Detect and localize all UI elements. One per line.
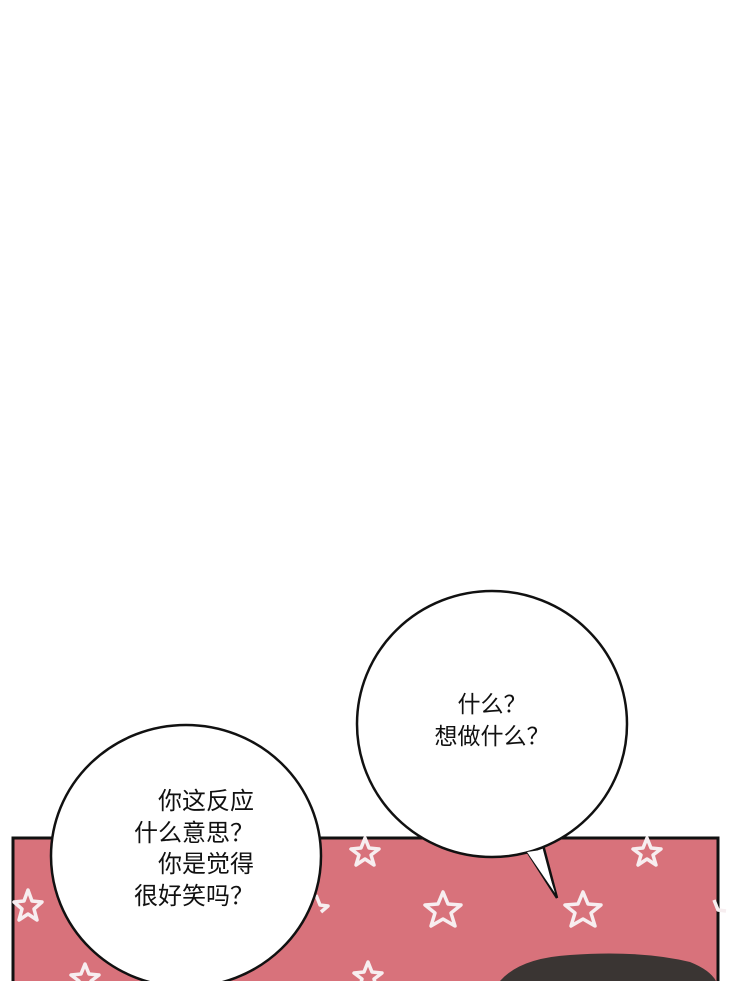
speech-line: 什么意思？ xyxy=(134,818,254,847)
speech-line: 你是觉得 xyxy=(158,850,254,878)
speech-line: 什么？ xyxy=(457,692,527,718)
speech-bubble-left xyxy=(49,723,323,981)
speech-line: 很好笑吗？ xyxy=(134,881,254,910)
hair xyxy=(500,953,716,981)
star-pattern xyxy=(12,836,727,981)
speech-text-right: 什么？ 想做什么？ xyxy=(392,690,592,753)
speech-line: 想做什么？ xyxy=(434,723,550,750)
speech-text-left: 你这反应 什么意思？ 你是觉得 很好笑吗？ xyxy=(90,786,254,912)
speech-line: 你这反应 xyxy=(158,787,254,815)
speech-bubble-right xyxy=(355,589,629,859)
